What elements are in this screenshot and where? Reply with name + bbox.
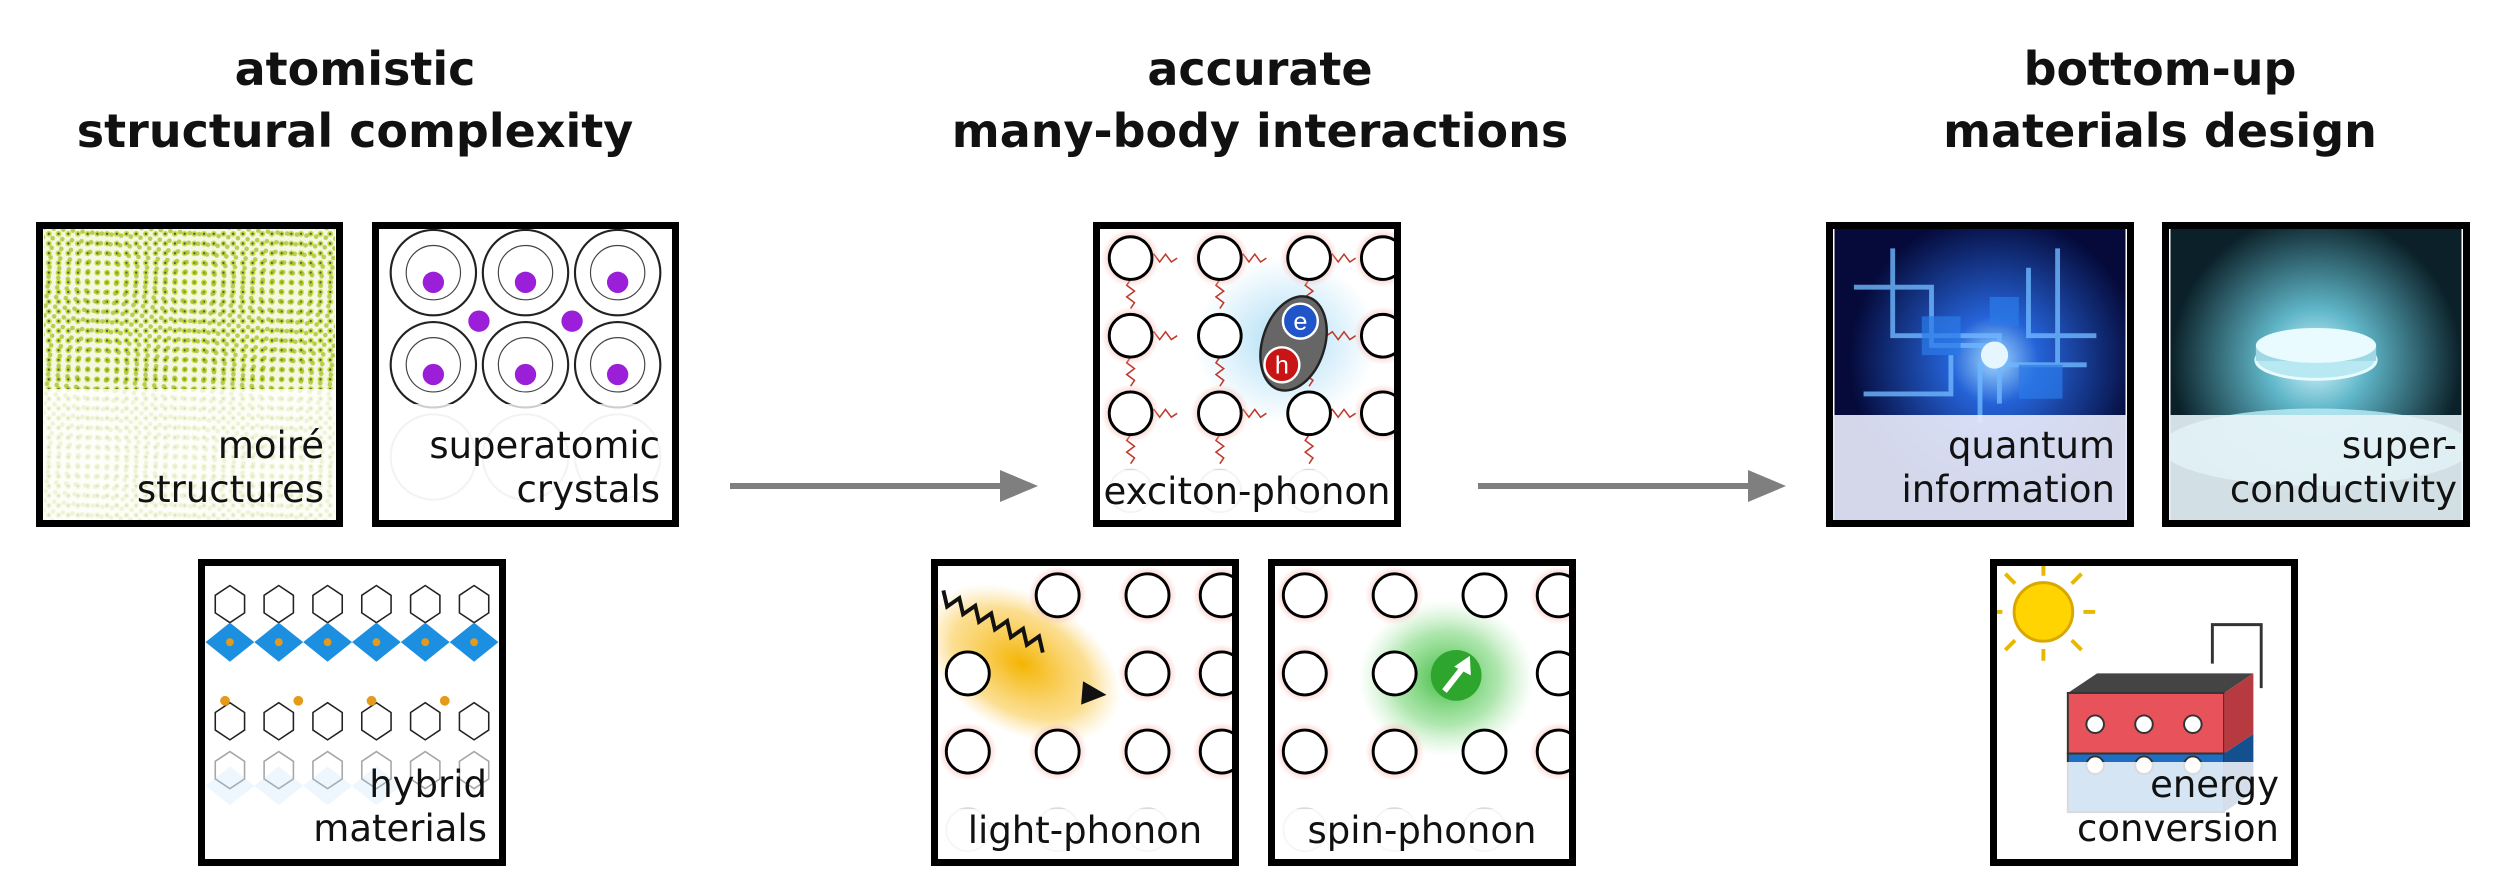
caption-line: structures [136, 468, 324, 511]
arrow-right-icon [1478, 470, 1786, 502]
panel-hybrid-materials: hybrid materials [198, 559, 506, 866]
heading-line: structural complexity [76, 104, 634, 158]
caption-line: crystals [516, 468, 660, 511]
heading-materials-design: bottom-up materials design [1880, 38, 2440, 162]
caption-line: hybrid [369, 763, 487, 806]
hole-label: h [1275, 352, 1289, 380]
photon-wave-icon [941, 589, 1045, 653]
caption-backdrop [205, 747, 499, 859]
caption-moire: moiré structures [137, 424, 324, 512]
caption-line: moiré [217, 424, 324, 467]
arrow-right-icon [730, 470, 1038, 502]
panel-superatomic-crystals: superatomic crystals [372, 222, 679, 527]
heading-line: accurate [1147, 42, 1373, 96]
panel-superconductivity: super- conductivity [2162, 222, 2470, 527]
caption-line: conversion [2077, 807, 2279, 850]
heading-line: materials design [1943, 104, 2377, 158]
caption-line: superatomic [429, 424, 660, 467]
caption-quantum: quantum information [1901, 424, 2115, 512]
caption-backdrop [1833, 415, 2127, 520]
caption-energy: energy conversion [2077, 763, 2279, 851]
caption-backdrop [379, 403, 672, 520]
moire-pattern-image [44, 229, 335, 520]
heading-line: atomistic [234, 42, 476, 96]
caption-line: energy [2150, 763, 2279, 806]
panel-energy-conversion: energy conversion [1990, 559, 2298, 866]
heading-structural: atomistic structural complexity [50, 38, 660, 162]
heading-line: many-body interactions [951, 104, 1569, 158]
caption-backdrop [2057, 762, 2291, 859]
caption-line: information [1901, 468, 2115, 511]
caption-superconductivity: super- conductivity [2230, 424, 2457, 512]
heading-line: bottom-up [2023, 42, 2297, 96]
caption-line: materials [313, 807, 487, 850]
caption-hybrid: hybrid materials [313, 763, 487, 851]
caption-light-phonon: light-phonon [938, 809, 1232, 859]
caption-backdrop [43, 389, 336, 520]
panel-exciton-phonon: e h exciton-phonon [1093, 222, 1401, 527]
caption-superatomic: superatomic crystals [429, 424, 660, 512]
caption-line: quantum [1947, 424, 2115, 467]
caption-backdrop [2169, 415, 2463, 520]
panel-spin-phonon: spin-phonon [1268, 559, 1576, 866]
electron-label: e [1293, 308, 1307, 336]
heading-many-body: accurate many-body interactions [940, 38, 1580, 162]
panel-quantum-information: quantum information [1826, 222, 2134, 527]
caption-line: conductivity [2229, 468, 2457, 511]
panel-light-phonon: light-phonon [931, 559, 1239, 866]
panel-moire-structures: moiré structures [36, 222, 343, 527]
sun-icon [1997, 566, 2096, 661]
caption-line: super- [2341, 424, 2457, 467]
caption-exciton-phonon: exciton-phonon [1100, 470, 1394, 520]
spin-arrow-icon [1442, 655, 1471, 693]
caption-spin-phonon: spin-phonon [1275, 809, 1569, 859]
